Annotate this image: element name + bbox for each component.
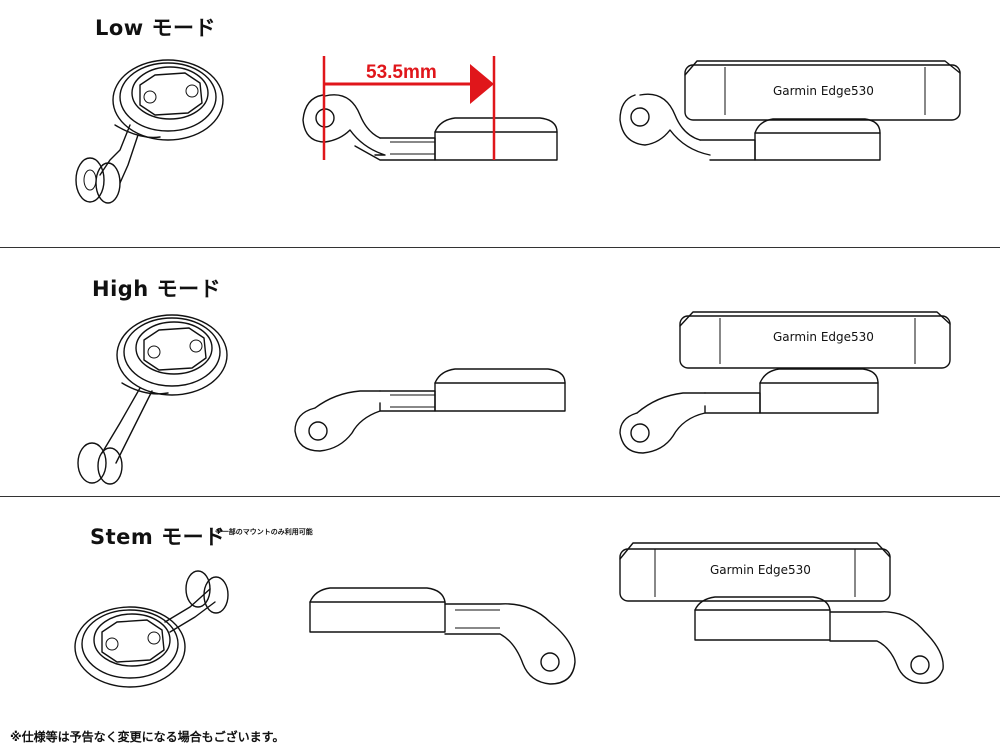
high-mount-with-device-drawing: Garmin Edge530 [619, 311, 951, 454]
stem-mode-label: モード [161, 525, 226, 549]
high-mode-label: モード [156, 277, 222, 301]
high-mount-side-drawing [294, 368, 566, 452]
low-mount-iso-drawing [75, 59, 224, 204]
low-mode-label: モード [151, 16, 217, 40]
high-mount-iso-drawing [77, 314, 228, 485]
stem-mount-side-drawing [309, 587, 576, 685]
stem-mount-with-device-drawing: Garmin Edge530 [619, 542, 944, 684]
stem-mode-title: Stem モード [90, 521, 226, 551]
low-mode-name: Low [95, 16, 144, 40]
high-mode-name: High [92, 277, 149, 301]
low-mode-section: Low モード 53.5mm [0, 0, 1000, 248]
high-mode-title: High モード [92, 273, 221, 303]
low-mount-with-device-drawing: Garmin Edge530 [619, 60, 961, 161]
device-label-stem: Garmin Edge530 [710, 563, 811, 577]
stem-mount-iso-drawing [74, 570, 229, 688]
measurement-indicator: 53.5mm [322, 56, 496, 160]
section-divider-2 [0, 496, 1000, 497]
measurement-label: 53.5mm [366, 62, 437, 83]
high-mode-section: High モード Garmin Edge530 [0, 248, 1000, 497]
device-label-low: Garmin Edge530 [773, 84, 874, 98]
stem-mode-note: ※一部のマウントのみ利用可能 [215, 528, 313, 536]
stem-mode-section: Stem モード ※一部のマウントのみ利用可能 Garmin Edge530 [0, 497, 1000, 750]
stem-mode-name: Stem [90, 525, 154, 549]
device-label-high: Garmin Edge530 [773, 330, 874, 344]
section-divider-1 [0, 247, 1000, 248]
low-mode-title: Low モード [95, 12, 216, 42]
disclaimer-footnote: ※仕様等は予告なく変更になる場合もございます。 [10, 730, 285, 744]
